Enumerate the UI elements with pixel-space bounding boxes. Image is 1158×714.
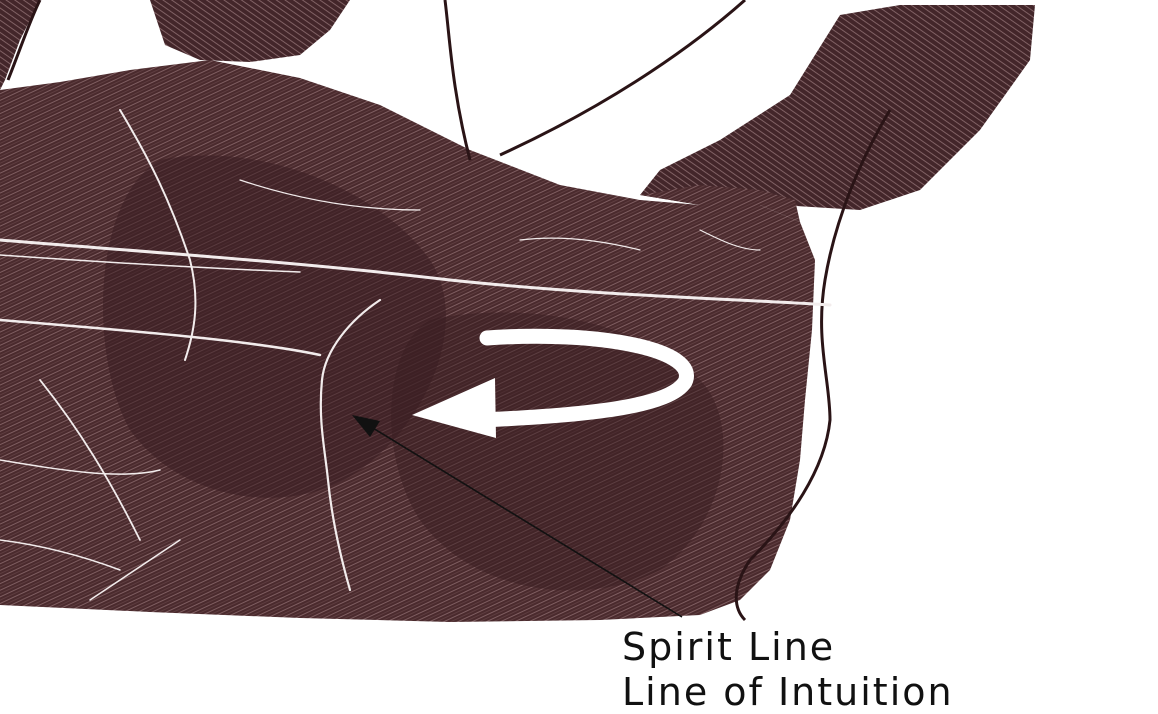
caption-spirit-line: Spirit Line [622, 628, 835, 666]
finger-outline-right [500, 0, 745, 155]
caption-line-of-intuition: Line of Intuition [622, 673, 954, 711]
finger-outline-middle [445, 0, 470, 160]
finger-middle [150, 0, 350, 62]
